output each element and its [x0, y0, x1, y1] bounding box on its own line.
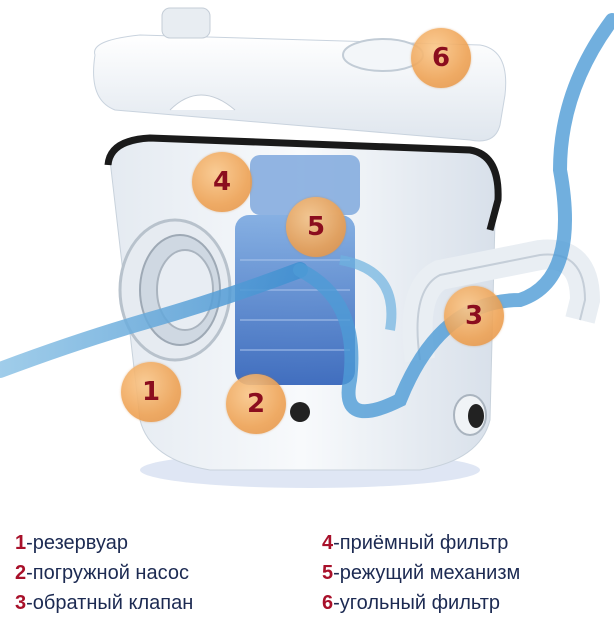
- legend-number: 4: [322, 532, 334, 554]
- legend-label: -режущий механизм: [333, 562, 521, 584]
- legend-item-check-valve: 3-обратный клапан: [15, 588, 193, 618]
- legend-number: 5: [322, 562, 334, 584]
- callout-badge-3: 3: [444, 286, 504, 346]
- pump-illustration: 6 4 5 3 1 2: [0, 7, 614, 488]
- legend-item-carbon-filter: 6-угольный фильтр: [322, 588, 520, 618]
- badge-number: 3: [464, 301, 484, 331]
- legend-label: -приёмный фильтр: [333, 532, 509, 554]
- legend-number: 3: [15, 592, 27, 614]
- legend-column-right: 4-приёмный фильтр 5-режущий механизм 6-у…: [322, 528, 520, 618]
- legend-label: -погружной насос: [26, 562, 189, 584]
- legend-label: -обратный клапан: [26, 592, 194, 614]
- pump-drawing: [0, 7, 614, 488]
- badge-number: 2: [246, 389, 266, 419]
- callout-badge-5: 5: [286, 197, 346, 257]
- badge-number: 5: [306, 212, 326, 242]
- legend-number: 2: [15, 562, 27, 584]
- callout-badge-2: 2: [226, 374, 286, 434]
- legend-label: -резервуар: [26, 532, 128, 554]
- legend-column-left: 1-резервуар 2-погружной насос 3-обратный…: [15, 528, 193, 618]
- callout-badge-1: 1: [121, 362, 181, 422]
- legend-label: -угольный фильтр: [333, 592, 500, 614]
- badge-number: 1: [141, 377, 161, 407]
- badge-number: 4: [212, 167, 232, 197]
- callout-badge-6: 6: [411, 28, 471, 88]
- legend-number: 6: [322, 592, 334, 614]
- legend-item-intake-filter: 4-приёмный фильтр: [322, 528, 520, 558]
- legend-item-submersible-pump: 2-погружной насос: [15, 558, 193, 588]
- callout-badge-4: 4: [192, 152, 252, 212]
- legend-item-reservoir: 1-резервуар: [15, 528, 193, 558]
- legend-number: 1: [15, 532, 27, 554]
- legend-item-cutting-mechanism: 5-режущий механизм: [322, 558, 520, 588]
- badge-number: 6: [431, 43, 451, 73]
- legend: 1-резервуар 2-погружной насос 3-обратный…: [0, 528, 614, 628]
